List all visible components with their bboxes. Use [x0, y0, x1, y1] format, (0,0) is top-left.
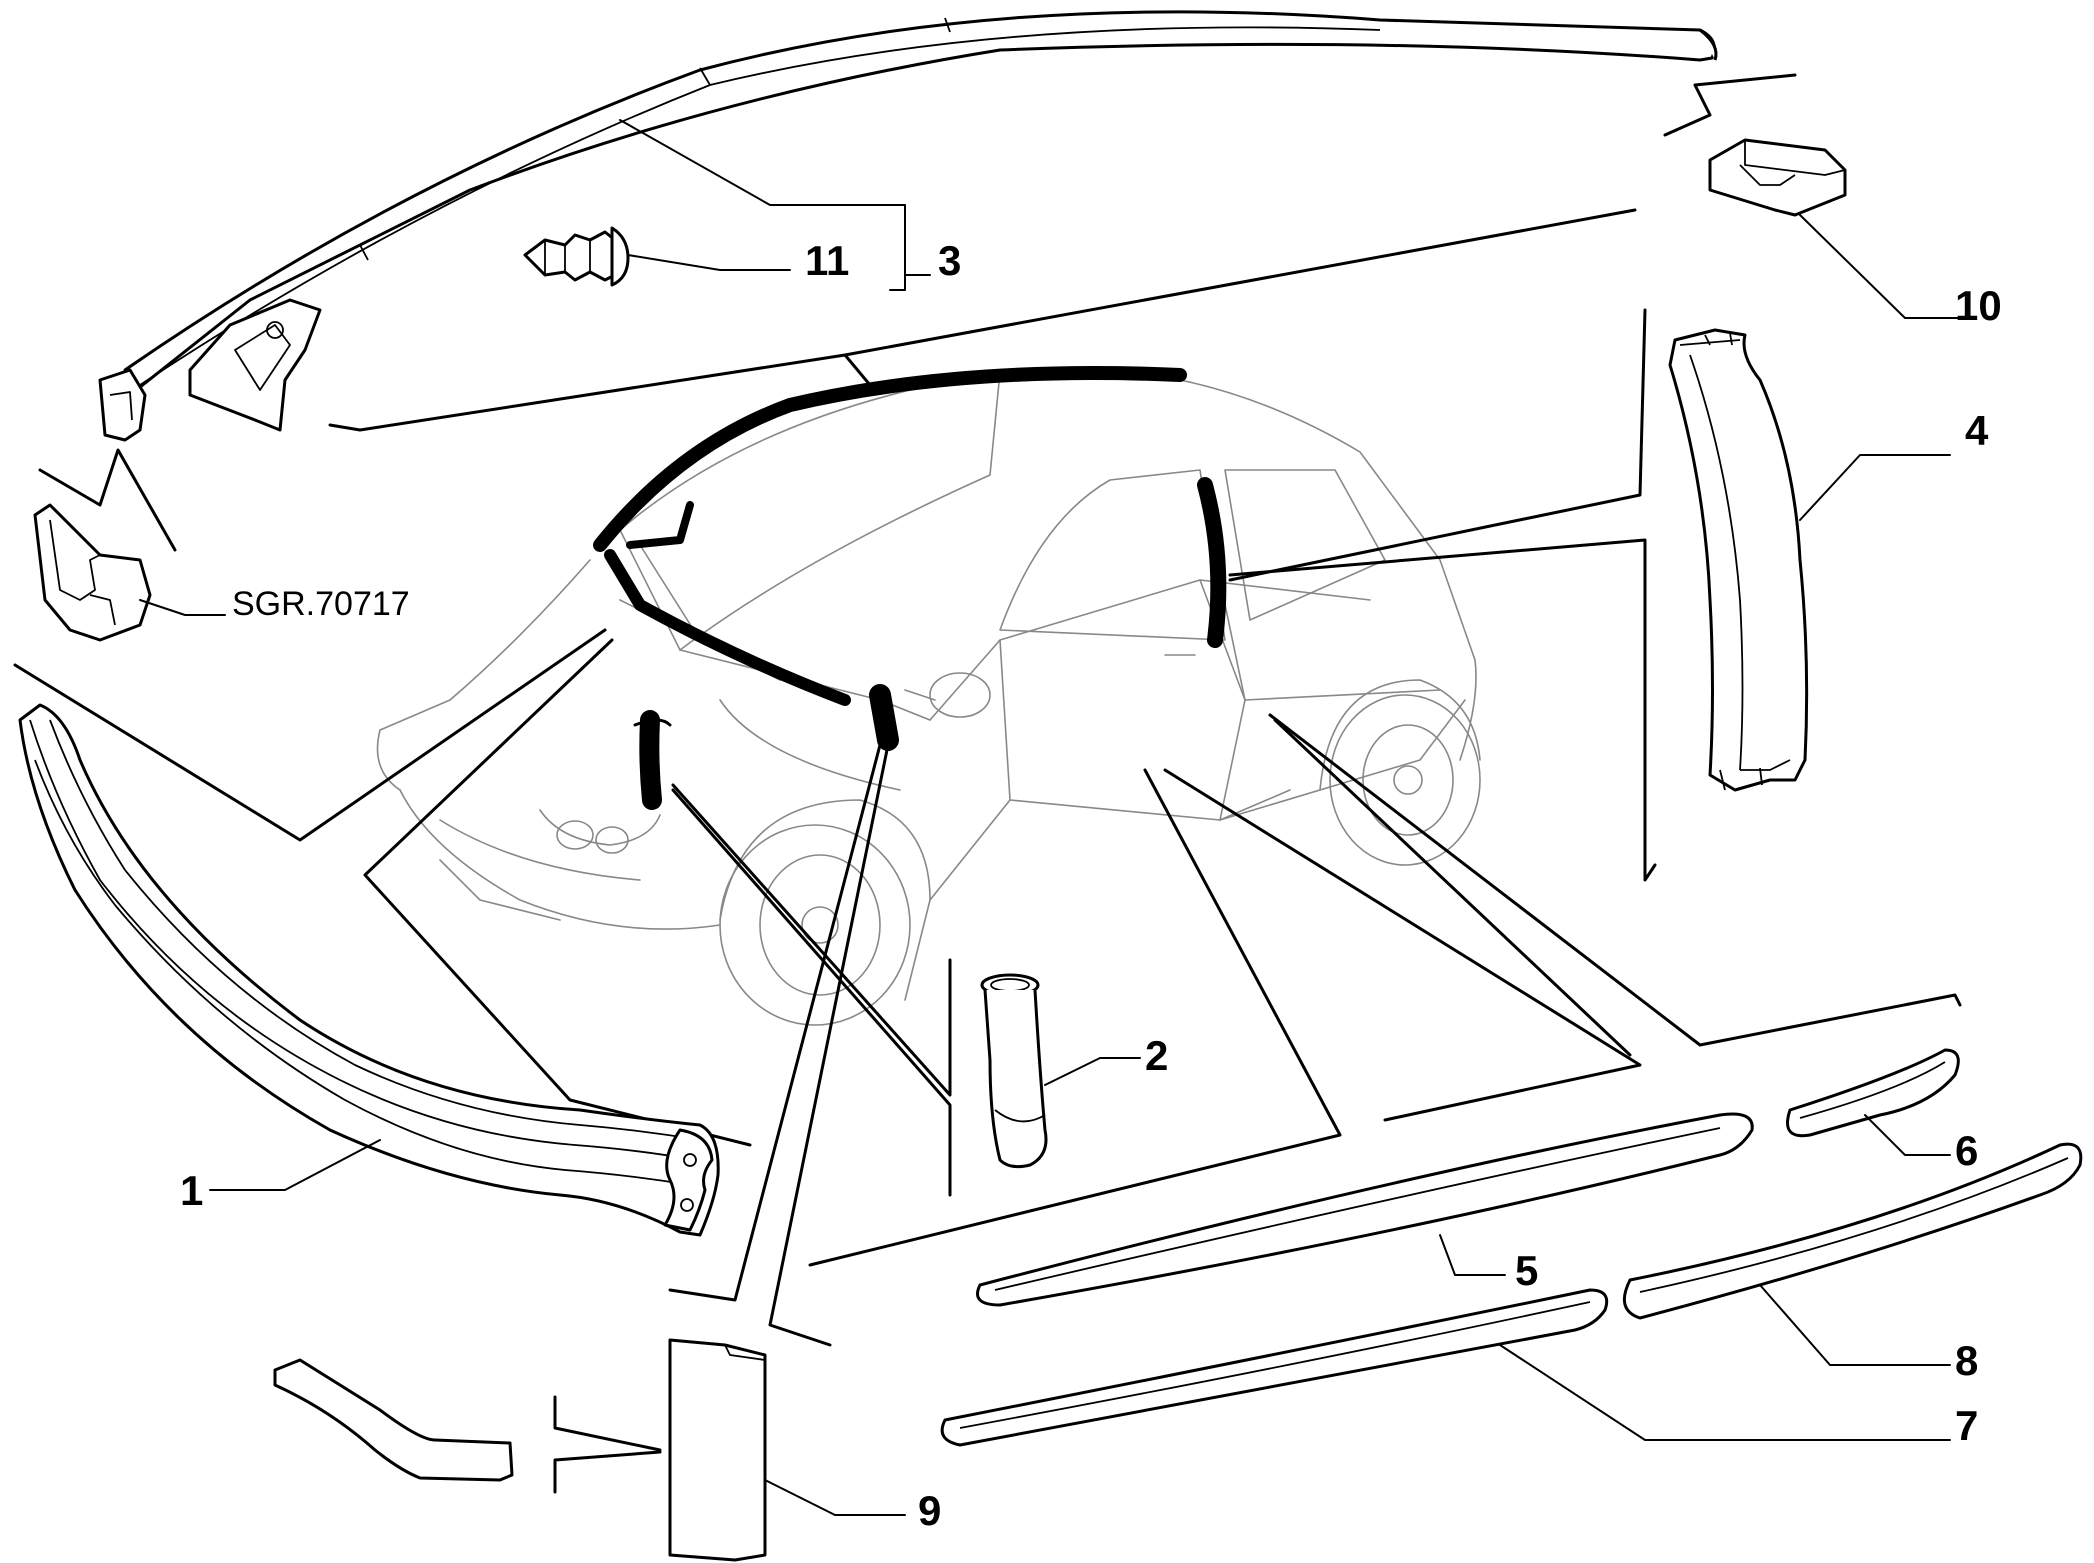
molding-part-6	[1786, 1048, 1960, 1138]
label-part-2: 2	[1145, 1032, 1168, 1079]
end-cap-part-10	[1663, 73, 1847, 217]
label-part-6: 6	[1955, 1127, 1978, 1174]
insert-part-9	[273, 1338, 767, 1562]
car-outline	[376, 367, 1481, 1026]
pillar-trim-part-4	[1668, 328, 1809, 792]
leader-lines	[13, 208, 1962, 1347]
sgr-clip	[33, 448, 177, 642]
side-molding-part-5	[976, 1112, 1754, 1307]
molding-part-8	[1622, 1142, 2083, 1320]
label-part-1: 1	[180, 1167, 203, 1214]
label-part-5: 5	[1515, 1247, 1538, 1294]
grommet-part-2	[980, 973, 1048, 1169]
callout-leaders	[139, 119, 1971, 1516]
label-part-10: 10	[1955, 282, 2002, 329]
label-sgr-ref: SGR.70717	[232, 585, 410, 623]
label-part-3: 3	[938, 237, 961, 284]
label-part-9: 9	[918, 1487, 941, 1534]
car-seals	[593, 366, 1227, 810]
label-part-4: 4	[1965, 407, 1989, 454]
clip-part-11	[523, 226, 630, 287]
bumper-seal-part-1	[18, 703, 720, 1237]
label-part-8: 8	[1955, 1337, 1978, 1384]
label-part-11: 11	[805, 237, 849, 284]
molding-part-7	[940, 1288, 1609, 1447]
label-part-7: 7	[1955, 1402, 1978, 1449]
roof-molding	[98, 10, 1718, 442]
part-labels: 1 2 3 4 5 6 7 8 9 10 11 SGR.70717	[180, 237, 2002, 1534]
